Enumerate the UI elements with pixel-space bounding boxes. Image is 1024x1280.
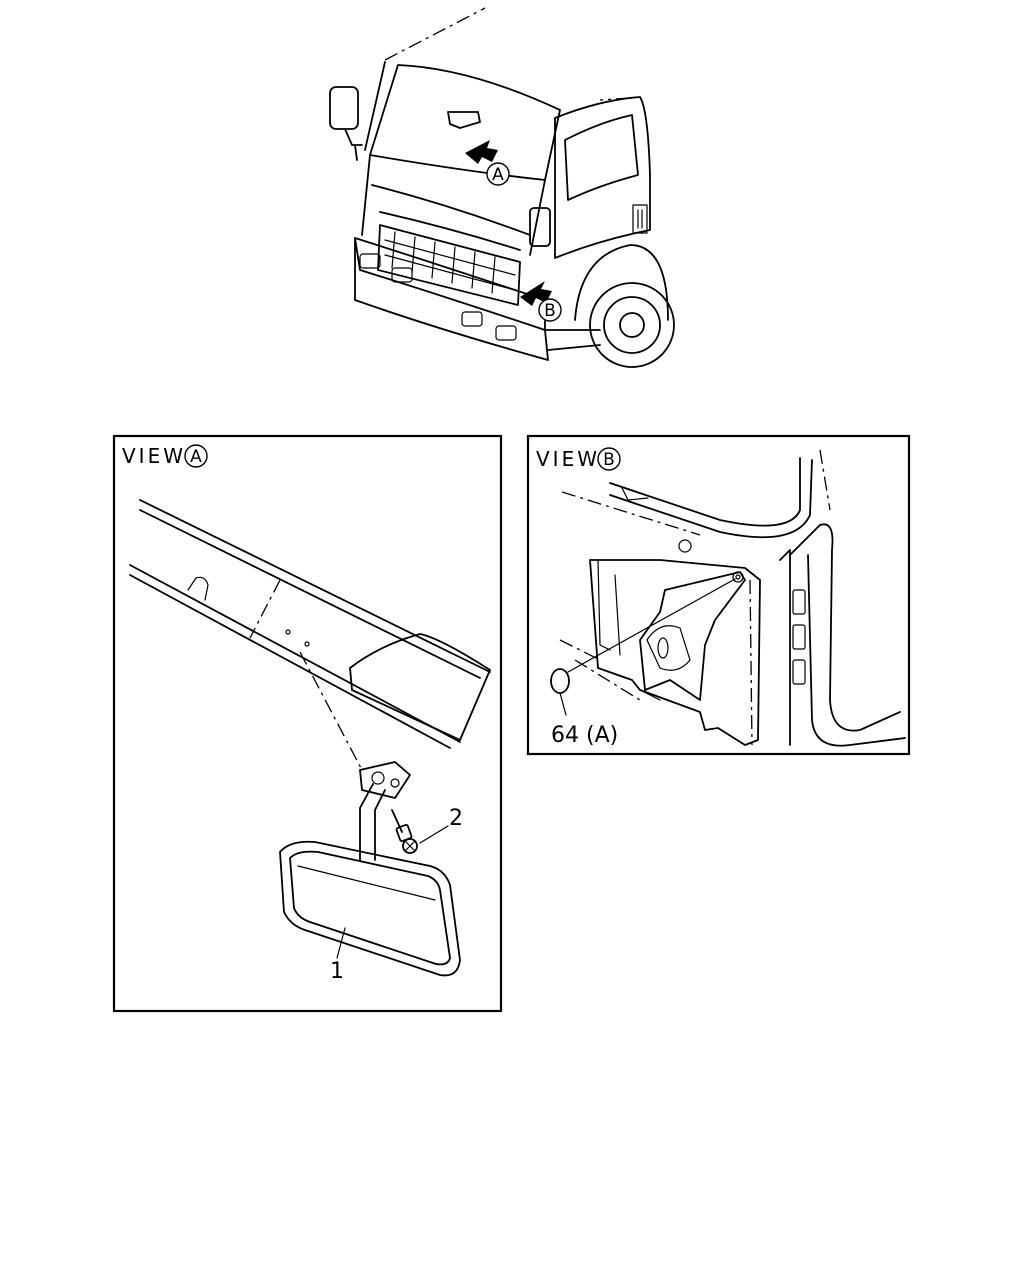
svg-text:VIEW: VIEW bbox=[536, 447, 600, 471]
label-part-64: 64 (A) bbox=[551, 723, 618, 748]
screw-part bbox=[391, 809, 449, 854]
rearview-mirror-part bbox=[279, 761, 461, 977]
callout-a-overview: A bbox=[486, 162, 510, 186]
view-a-panel bbox=[112, 434, 503, 1013]
callout-b-overview: B bbox=[538, 298, 562, 322]
svg-text:VIEW: VIEW bbox=[122, 444, 186, 468]
leader-part-64 bbox=[559, 692, 567, 716]
label-part-1: 1 bbox=[330, 959, 344, 984]
front-panel-drawing bbox=[550, 449, 906, 747]
view-a-header: VIEW A bbox=[122, 444, 208, 468]
svg-text:A: A bbox=[190, 447, 202, 467]
view-b-panel bbox=[526, 434, 911, 756]
roof-panel-drawing bbox=[129, 499, 491, 771]
label-part-2: 2 bbox=[449, 806, 463, 831]
svg-text:B: B bbox=[544, 301, 556, 321]
svg-text:A: A bbox=[492, 165, 504, 185]
truck-cab-illustration bbox=[329, 7, 675, 368]
svg-text:B: B bbox=[603, 450, 615, 470]
view-b-header: VIEW B bbox=[536, 447, 621, 471]
leader-part-1 bbox=[336, 927, 346, 959]
